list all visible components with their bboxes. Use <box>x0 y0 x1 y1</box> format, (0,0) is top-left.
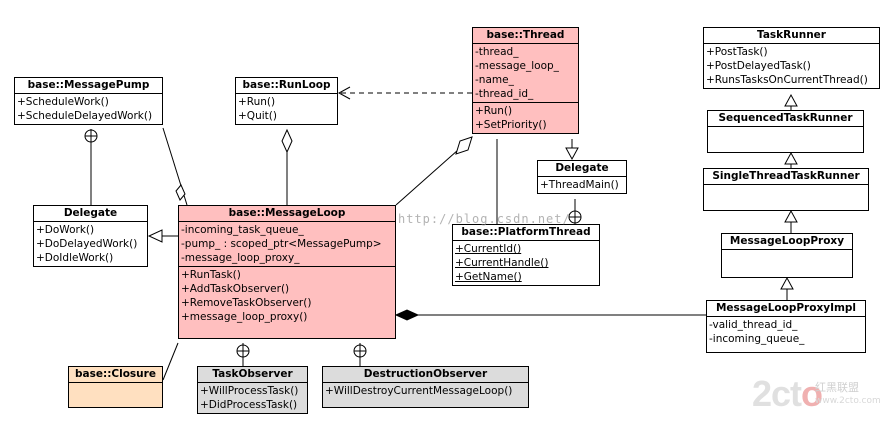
runloop-aggregation-diamond <box>281 128 293 154</box>
class-name: base::MessagePump <box>15 78 162 94</box>
method: +DidProcessTask() <box>200 399 298 411</box>
method: +PostDelayedTask() <box>706 60 811 72</box>
method: +ScheduleDelayedWork() <box>17 110 153 122</box>
method: +RunsTasksOnCurrentThread() <box>706 74 868 86</box>
method: +RunTask() <box>181 269 241 281</box>
thread-aggregation-diamond <box>455 136 473 155</box>
field: -message_loop_proxy_ <box>181 252 300 264</box>
class-task-observer[interactable]: TaskObserver +WillProcessTask() +DidProc… <box>197 366 308 414</box>
field: -pump_ : scoped_ptr<MessagePump> <box>181 238 382 250</box>
logo-url: www.2cto.com <box>815 396 881 406</box>
field: -thread_id_ <box>475 88 534 100</box>
closure-line <box>162 342 179 381</box>
class-name: base::MessageLoop <box>179 206 395 222</box>
method: +DoDelayedWork() <box>36 238 138 250</box>
class-name: TaskObserver <box>198 367 307 383</box>
class-name: TaskRunner <box>704 28 879 44</box>
class-closure[interactable]: base::Closure <box>68 366 163 408</box>
class-name: base::Thread <box>473 28 578 44</box>
logo-subtitle: 红黑联盟 <box>815 381 859 394</box>
class-name: SingleThreadTaskRunner <box>704 169 868 185</box>
method: +RemoveTaskObserver() <box>181 297 312 309</box>
method: +SetPriority() <box>475 119 547 131</box>
class-run-loop[interactable]: base::RunLoop +Run() +Quit() <box>235 77 338 125</box>
method: +WillDestroyCurrentMessageLoop() <box>325 385 513 397</box>
class-single-thread-task-runner[interactable]: SingleThreadTaskRunner <box>703 168 869 211</box>
method: +ThreadMain() <box>540 179 619 191</box>
method: +message_loop_proxy() <box>181 311 308 323</box>
class-name: Delegate <box>34 206 147 222</box>
method: +Quit() <box>238 110 277 122</box>
class-pump-delegate[interactable]: Delegate +DoWork() +DoDelayedWork() +DoI… <box>33 205 148 267</box>
field: -message_loop_ <box>475 60 559 72</box>
method: +ScheduleWork() <box>17 96 109 108</box>
class-message-loop-proxy[interactable]: MessageLoopProxy <box>721 233 853 278</box>
class-name: DestructionObserver <box>323 367 528 383</box>
composition-diamond <box>394 309 420 321</box>
method: +DoWork() <box>36 224 95 236</box>
field: -name_ <box>475 74 514 86</box>
field: -incoming_queue_ <box>709 333 805 345</box>
class-name: SequencedTaskRunner <box>708 111 863 127</box>
class-message-pump[interactable]: base::MessagePump +ScheduleWork() +Sched… <box>14 77 163 125</box>
logo-part: o <box>801 373 823 414</box>
class-name: base::PlatformThread <box>453 225 599 241</box>
field: -valid_thread_id_ <box>709 319 798 331</box>
blog-watermark: http://blog.csdn.net/ <box>398 212 571 226</box>
method: +DoIdleWork() <box>36 252 114 264</box>
field: -incoming_task_queue_ <box>181 224 304 236</box>
class-sequenced-task-runner[interactable]: SequencedTaskRunner <box>707 110 864 153</box>
method: +Run() <box>475 105 513 117</box>
class-name: MessageLoopProxyImpl <box>707 301 865 317</box>
logo-part: ct <box>771 373 802 414</box>
class-message-loop-proxy-impl[interactable]: MessageLoopProxyImpl -valid_thread_id_ -… <box>706 300 866 353</box>
class-name: base::RunLoop <box>236 78 337 94</box>
class-name: base::Closure <box>69 367 162 383</box>
site-logo: 2cto <box>752 373 823 414</box>
method: +CurrentHandle() <box>455 257 549 269</box>
method: +PostTask() <box>706 46 768 58</box>
class-destruction-observer[interactable]: DestructionObserver +WillDestroyCurrentM… <box>322 366 529 408</box>
class-message-loop[interactable]: base::MessageLoop -incoming_task_queue_ … <box>178 205 396 339</box>
method: +Run() <box>238 96 276 108</box>
method: +CurrentId() <box>455 243 522 255</box>
method: +GetName() <box>455 271 522 283</box>
method: +WillProcessTask() <box>200 385 299 397</box>
class-name: Delegate <box>538 161 626 177</box>
method: +AddTaskObserver() <box>181 283 290 295</box>
field: -thread_ <box>475 46 519 58</box>
pump-aggregation-diamond <box>175 184 186 201</box>
thread-messageloop-aggregation <box>395 149 459 206</box>
class-task-runner[interactable]: TaskRunner +PostTask() +PostDelayedTask(… <box>703 27 880 89</box>
logo-part: 2 <box>752 373 772 414</box>
class-thread[interactable]: base::Thread -thread_ -message_loop_ -na… <box>472 27 579 134</box>
class-thread-delegate[interactable]: Delegate +ThreadMain() <box>537 160 627 194</box>
class-name: MessageLoopProxy <box>722 234 852 250</box>
class-platform-thread[interactable]: base::PlatformThread +CurrentId() +Curre… <box>452 224 600 286</box>
